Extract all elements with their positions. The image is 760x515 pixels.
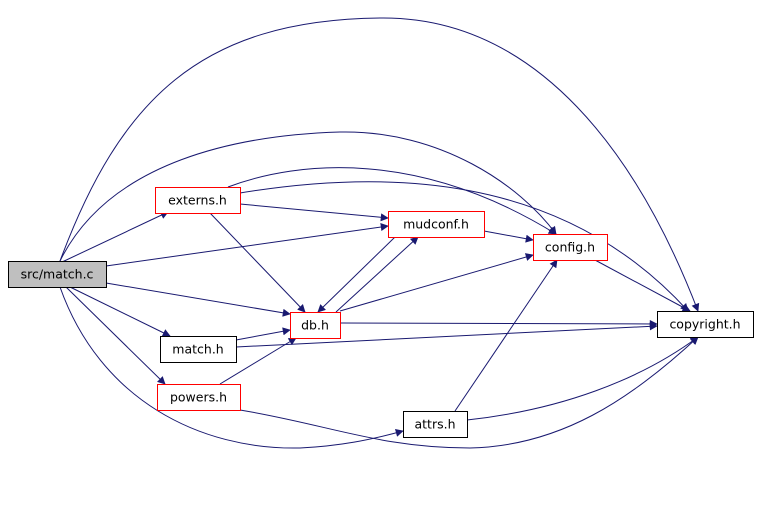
edge-db-to-mudconf	[335, 236, 419, 313]
edge-mudconf-to-config	[483, 230, 534, 243]
node-db[interactable]: db.h	[290, 312, 341, 339]
node-box[interactable]	[533, 234, 608, 261]
edge-config-to-copyright	[594, 259, 691, 312]
edge-powers-to-db	[219, 337, 297, 385]
edge-attrs-to-copyright	[466, 336, 699, 421]
edge-match-c-to-powers	[65, 286, 166, 385]
node-box[interactable]	[157, 384, 241, 411]
edge-match-c-to-config	[59, 131, 557, 262]
node-attrs[interactable]: attrs.h	[403, 411, 468, 438]
node-label: db.h	[301, 318, 329, 333]
node-label: externs.h	[168, 193, 227, 208]
node-box[interactable]	[388, 211, 485, 238]
edge-match-c-to-copyright	[59, 17, 700, 312]
node-label: mudconf.h	[403, 217, 469, 232]
edge-externs-to-config	[227, 167, 557, 235]
node-powers[interactable]: powers.h	[157, 384, 241, 411]
edge-externs-to-copyright	[239, 181, 689, 312]
node-box[interactable]	[657, 311, 754, 338]
node-box[interactable]	[8, 261, 107, 288]
edge-powers-to-copyright	[239, 336, 699, 449]
node-label: powers.h	[170, 390, 227, 405]
edge-match-c-to-attrs	[59, 286, 404, 449]
edge-match-c-to-externs	[59, 211, 169, 264]
nodes-layer: src/match.c externs.h mudconf.h config.h db.…	[8, 187, 754, 438]
edge-externs-to-db	[209, 212, 306, 313]
node-label: copyright.h	[669, 317, 740, 332]
node-box[interactable]	[160, 336, 237, 363]
node-label: attrs.h	[414, 417, 455, 432]
edge-match-c-to-match-h	[69, 286, 171, 337]
node-config[interactable]: config.h	[533, 234, 608, 261]
node-match-h[interactable]: match.h	[160, 336, 237, 363]
edge-mudconf-to-db	[317, 236, 396, 313]
edge-match-h-to-copyright	[235, 322, 658, 348]
node-label: config.h	[545, 240, 595, 255]
edge-db-to-config	[339, 253, 534, 312]
node-label: src/match.c	[21, 267, 94, 282]
edge-match-c-to-db	[105, 282, 291, 317]
node-box[interactable]	[290, 312, 341, 339]
node-box[interactable]	[403, 411, 468, 438]
edge-db-to-copyright	[339, 319, 658, 328]
node-copyright[interactable]: copyright.h	[657, 311, 754, 338]
node-mudconf[interactable]: mudconf.h	[388, 211, 485, 238]
node-match-c[interactable]: src/match.c	[8, 261, 107, 288]
edge-match-h-to-db	[235, 327, 291, 341]
node-externs[interactable]: externs.h	[155, 187, 241, 214]
node-label: match.h	[172, 342, 223, 357]
edge-externs-to-mudconf	[239, 203, 389, 222]
edges-layer	[59, 17, 700, 449]
edge-match-c-to-mudconf	[105, 223, 389, 267]
edge-attrs-to-config	[454, 259, 558, 412]
node-box[interactable]	[155, 187, 241, 214]
